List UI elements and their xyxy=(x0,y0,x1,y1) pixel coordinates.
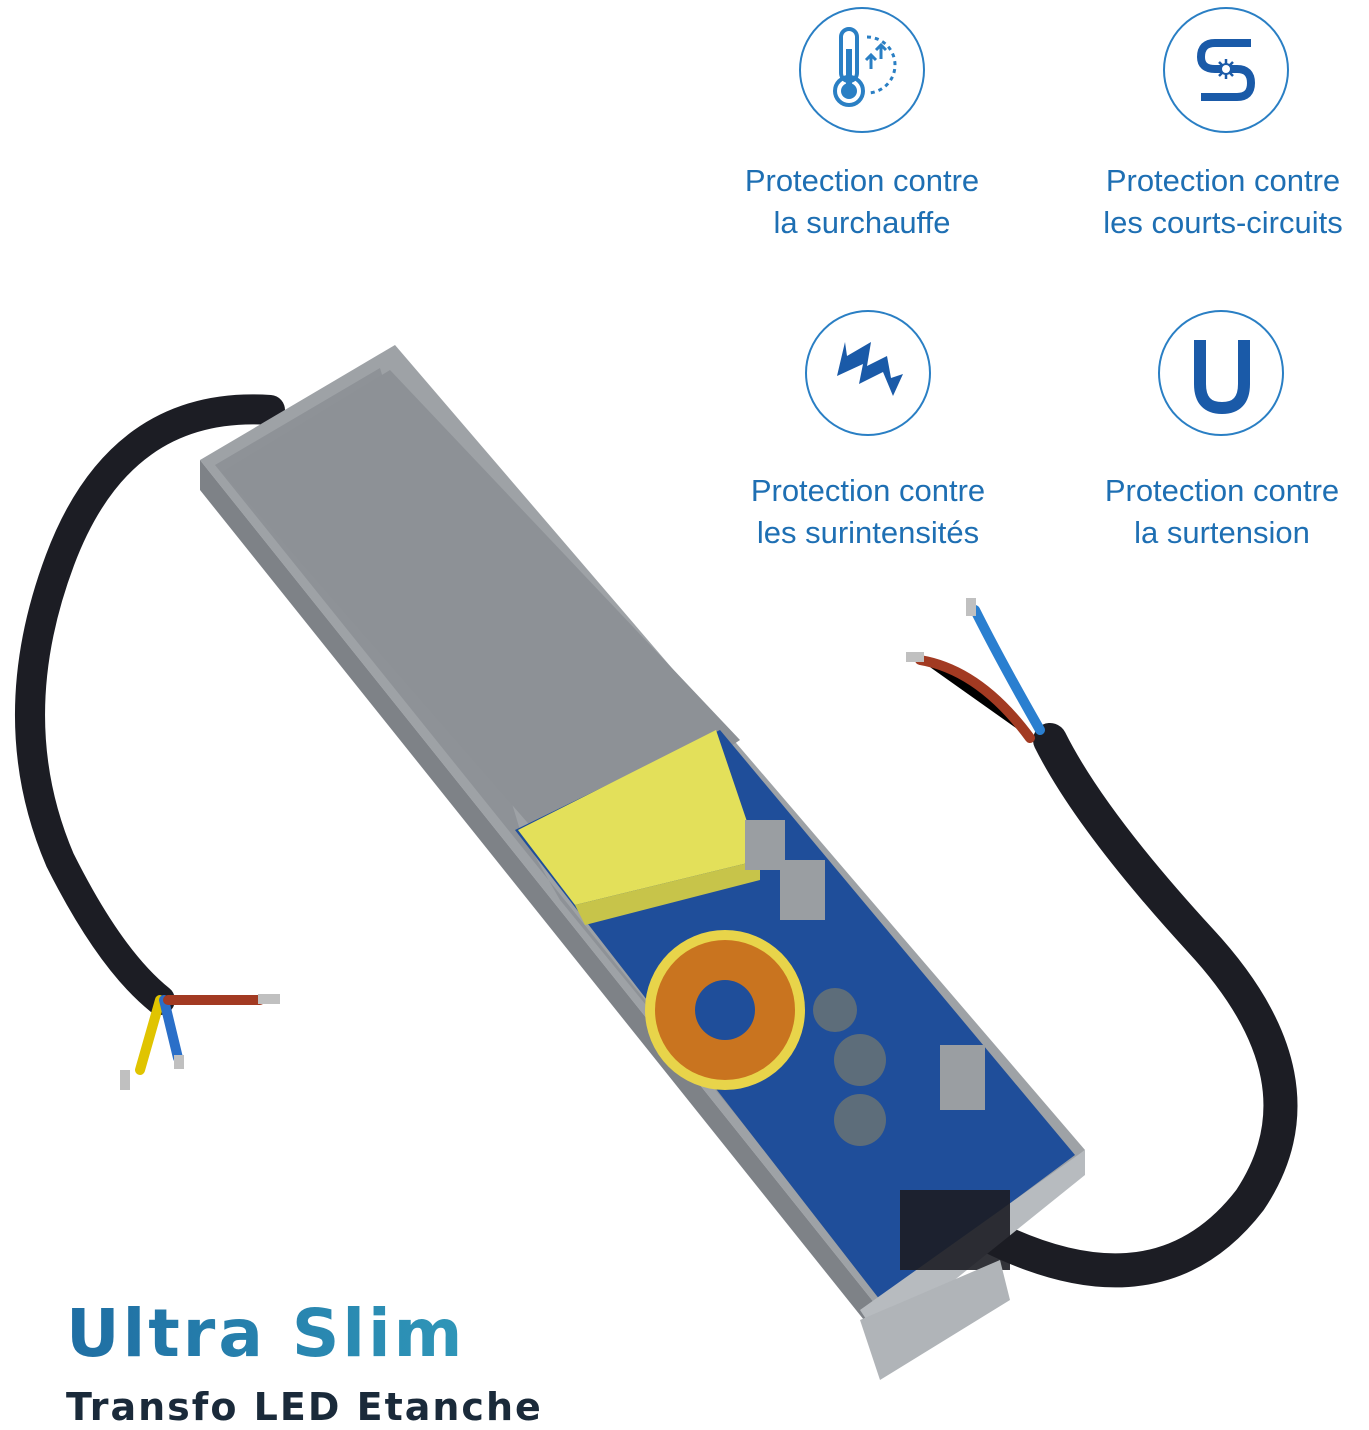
product-subtitle: Transfo LED Etanche xyxy=(66,1385,543,1429)
feature-overvoltage-line1: Protection contre xyxy=(1104,473,1340,508)
feature-overvoltage-line2: la surtension xyxy=(1134,515,1310,550)
voltage-u-icon xyxy=(1158,310,1284,436)
feature-overheat-line1: Protection contre xyxy=(744,163,980,198)
feature-short-circuit-line1: Protection contre xyxy=(1105,163,1341,198)
feature-overheat-line2: la surchauffe xyxy=(773,205,951,240)
led-power-supply-image xyxy=(15,345,1298,1380)
feature-overcurrent: Protection contre les surintensités xyxy=(718,470,1018,554)
feature-overvoltage: Protection contre la surtension xyxy=(1072,470,1369,554)
product-title: Ultra Slim xyxy=(66,1295,466,1372)
feature-short-circuit: Protection contre les courts-circuits xyxy=(1078,160,1368,244)
feature-overheat: Protection contre la surchauffe xyxy=(712,160,1012,244)
feature-overcurrent-line2: les surintensités xyxy=(756,515,980,550)
feature-overcurrent-line1: Protection contre xyxy=(750,473,986,508)
lightning-bolt-icon xyxy=(805,310,931,436)
thermometer-icon xyxy=(799,7,925,133)
short-circuit-icon xyxy=(1163,7,1289,133)
feature-short-circuit-line2: les courts-circuits xyxy=(1103,205,1343,240)
